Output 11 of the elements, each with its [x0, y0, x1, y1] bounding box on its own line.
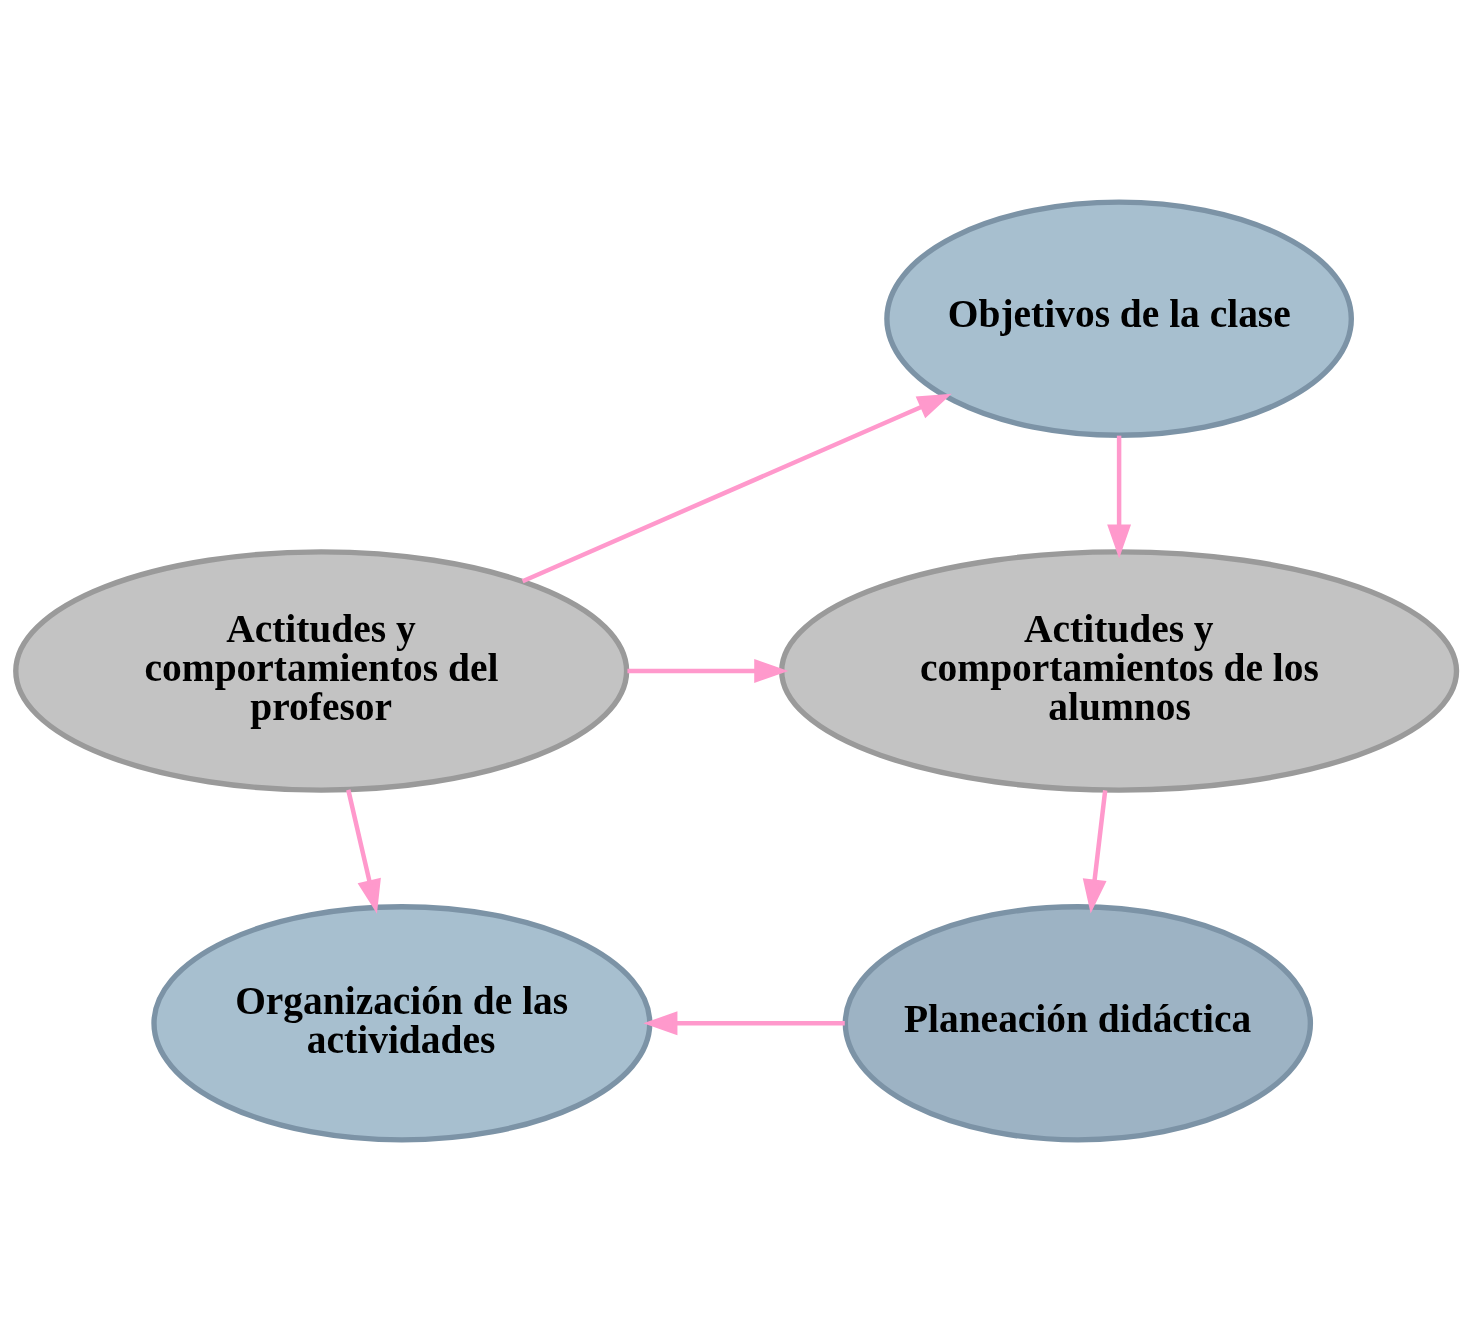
arrow [346, 789, 381, 914]
node-ellipse: Organización de las actividades [151, 904, 653, 1143]
node-ellipse: Objetivos de la clase [884, 199, 1354, 438]
arrow [521, 393, 952, 584]
node-ellipse: Actitudes y comportamientos del profesor [13, 549, 630, 793]
arrow [643, 1011, 845, 1036]
arrow [1082, 790, 1108, 914]
node-ellipse: Actitudes y comportamientos de los alumnos [779, 549, 1460, 793]
arrow [1107, 435, 1132, 559]
node-ellipse: Planeación didáctica [842, 904, 1314, 1143]
arrow [627, 659, 789, 683]
